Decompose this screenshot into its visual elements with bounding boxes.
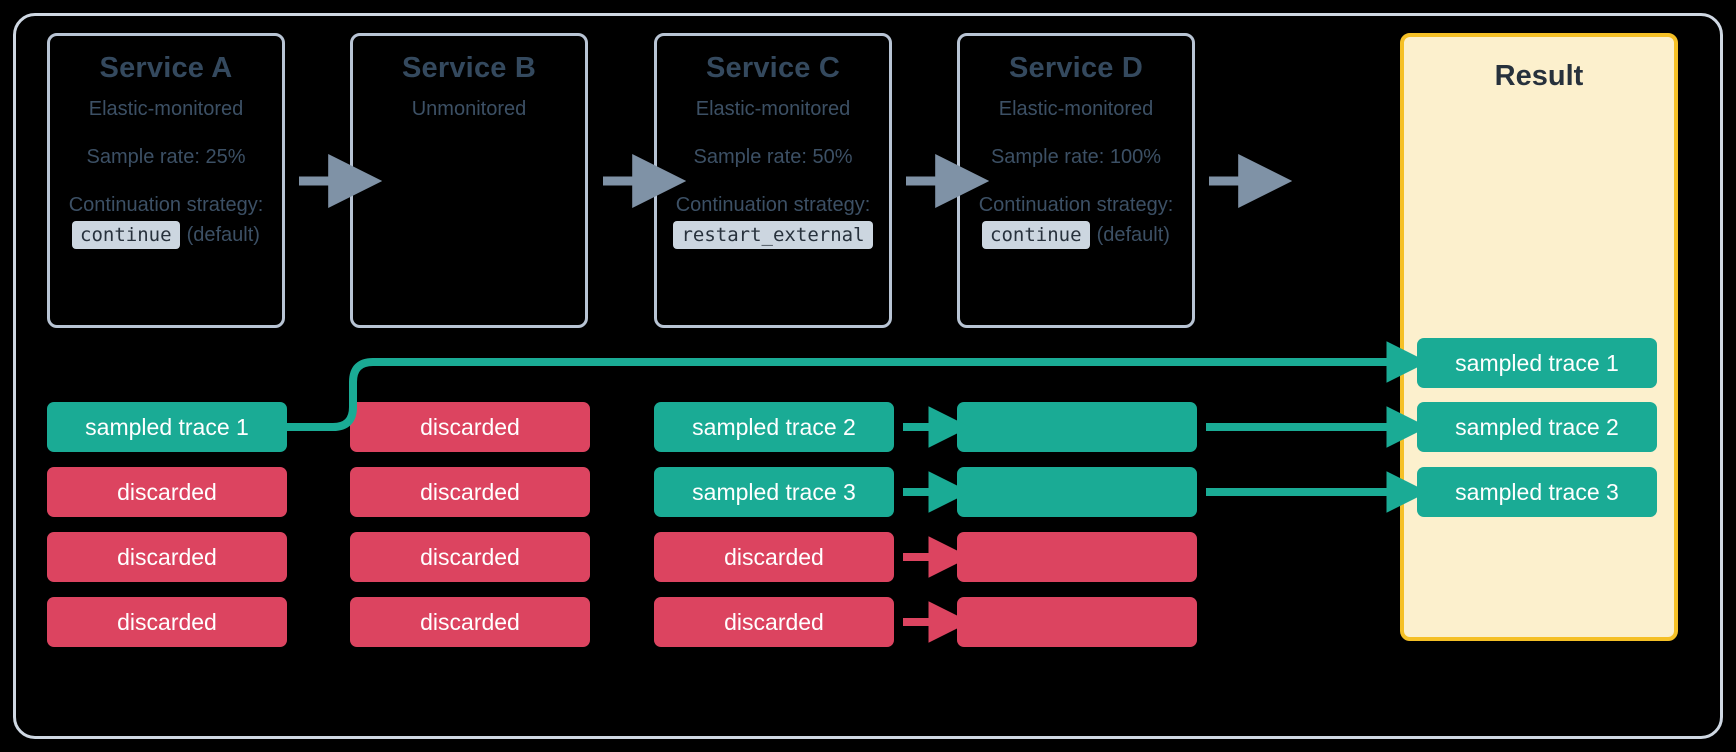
trace-pill-label: sampled trace 2 bbox=[692, 413, 856, 440]
service-d-continuation-label: Continuation strategy: bbox=[978, 194, 1174, 217]
trace-pill-label: discarded bbox=[117, 608, 217, 635]
trace-pill-label: discarded bbox=[420, 478, 520, 505]
trace-pill: discarded bbox=[350, 467, 590, 517]
trace-pill-label: sampled trace 1 bbox=[85, 413, 249, 440]
service-d-strategy-note: (default) bbox=[1096, 223, 1170, 246]
trace-pill-label: discarded bbox=[420, 543, 520, 570]
trace-pill: discarded bbox=[47, 467, 287, 517]
result-pill: sampled trace 1 bbox=[1417, 338, 1657, 388]
service-d-strategy-line: continue (default) bbox=[982, 221, 1170, 250]
result-panel bbox=[1400, 33, 1678, 641]
service-a-strategy-code: continue bbox=[72, 221, 180, 250]
connector-trace1-to-result bbox=[287, 341, 1428, 431]
service-c-sample-rate: Sample rate: 50% bbox=[693, 146, 853, 169]
trace-pill: discarded bbox=[350, 402, 590, 452]
service-a-strategy-line: continue (default) bbox=[72, 221, 260, 250]
service-box-d: Service D Elastic-monitored Sample rate:… bbox=[957, 33, 1195, 328]
trace-pill bbox=[957, 402, 1197, 452]
result-pill: sampled trace 3 bbox=[1417, 467, 1657, 517]
service-a-continuation-label: Continuation strategy: bbox=[68, 194, 264, 217]
service-c-title: Service C bbox=[706, 52, 840, 84]
trace-pill: sampled trace 1 bbox=[47, 402, 287, 452]
service-box-c: Service C Elastic-monitored Sample rate:… bbox=[654, 33, 892, 328]
result-title: Result bbox=[1494, 60, 1584, 92]
trace-pill: discarded bbox=[350, 597, 590, 647]
trace-pill-label: discarded bbox=[117, 478, 217, 505]
trace-pill-label: discarded bbox=[724, 608, 824, 635]
service-a-strategy-note: (default) bbox=[186, 223, 260, 246]
service-box-a: Service A Elastic-monitored Sample rate:… bbox=[47, 33, 285, 328]
trace-pill: discarded bbox=[350, 532, 590, 582]
service-d-title: Service D bbox=[1009, 52, 1143, 84]
trace-pill-label: discarded bbox=[117, 543, 217, 570]
trace-pill bbox=[957, 597, 1197, 647]
trace-pill: discarded bbox=[654, 532, 894, 582]
service-box-b: Service B Unmonitored bbox=[350, 33, 588, 328]
service-d-sample-rate: Sample rate: 100% bbox=[990, 146, 1162, 169]
service-d-strategy-code: continue bbox=[982, 221, 1090, 250]
result-pill-label: sampled trace 1 bbox=[1455, 349, 1619, 376]
result-pill: sampled trace 2 bbox=[1417, 402, 1657, 452]
result-pill-label: sampled trace 2 bbox=[1455, 413, 1619, 440]
trace-pill bbox=[957, 532, 1197, 582]
trace-pill: sampled trace 3 bbox=[654, 467, 894, 517]
trace-pill-label: discarded bbox=[420, 608, 520, 635]
service-a-monitoring: Elastic-monitored bbox=[88, 98, 244, 121]
service-b-title: Service B bbox=[402, 52, 536, 84]
service-c-continuation-label: Continuation strategy: bbox=[675, 194, 871, 217]
service-c-monitoring: Elastic-monitored bbox=[695, 98, 851, 121]
trace-pill-label: discarded bbox=[724, 543, 824, 570]
trace-pill: sampled trace 2 bbox=[654, 402, 894, 452]
result-pill-label: sampled trace 3 bbox=[1455, 478, 1619, 505]
service-c-strategy-code: restart_external bbox=[673, 221, 873, 250]
service-a-sample-rate: Sample rate: 25% bbox=[86, 146, 246, 169]
trace-pill-label: sampled trace 3 bbox=[692, 478, 856, 505]
trace-pill: discarded bbox=[654, 597, 894, 647]
service-a-title: Service A bbox=[99, 52, 233, 84]
service-b-monitoring: Unmonitored bbox=[411, 98, 527, 121]
trace-pill bbox=[957, 467, 1197, 517]
trace-pill-label: discarded bbox=[420, 413, 520, 440]
trace-pill: discarded bbox=[47, 532, 287, 582]
diagram-outer-frame bbox=[13, 13, 1723, 739]
service-d-monitoring: Elastic-monitored bbox=[998, 98, 1154, 121]
trace-pill: discarded bbox=[47, 597, 287, 647]
service-c-strategy-line: restart_external bbox=[673, 221, 873, 250]
